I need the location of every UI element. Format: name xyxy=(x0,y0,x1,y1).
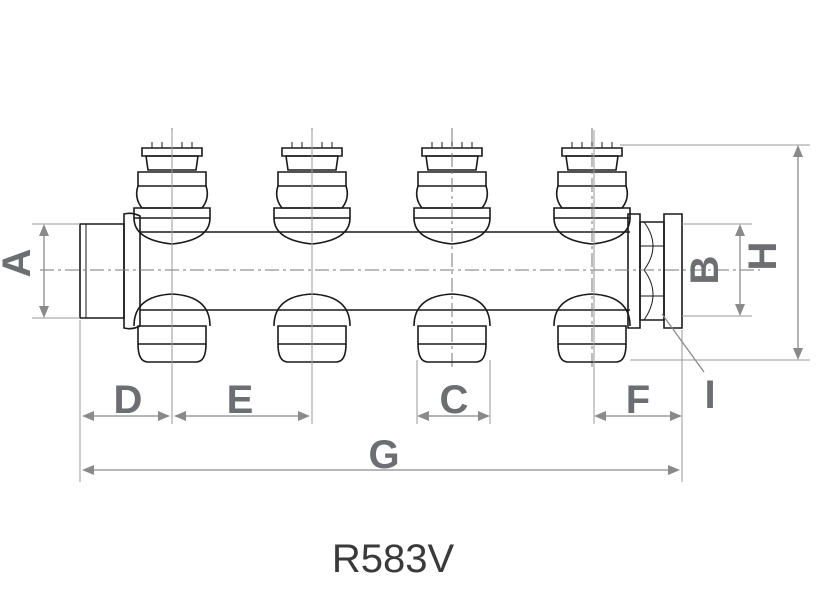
dimension-g: G xyxy=(82,433,680,477)
label-g: G xyxy=(368,433,399,477)
outlet-3 xyxy=(413,128,491,370)
label-e: E xyxy=(227,378,254,422)
dimension-f: F xyxy=(594,378,682,422)
outlet-group xyxy=(133,128,631,370)
label-c: C xyxy=(440,378,469,422)
label-i: I xyxy=(704,373,715,417)
label-h: H xyxy=(741,242,785,271)
dimension-c: C xyxy=(417,378,490,422)
dimension-b: B xyxy=(682,223,752,317)
dimension-a: A xyxy=(0,223,80,319)
label-b: B xyxy=(683,256,727,285)
label-d: D xyxy=(114,378,143,422)
label-f: F xyxy=(626,378,650,422)
dimension-i: I xyxy=(661,313,716,417)
model-code: R583V xyxy=(332,537,455,581)
manifold-body xyxy=(79,212,683,330)
dimension-d: D xyxy=(82,378,170,422)
outlet-4 xyxy=(553,128,631,370)
label-a: A xyxy=(0,249,39,278)
dimension-h: H xyxy=(620,144,810,361)
extension-lines xyxy=(79,130,683,482)
dimension-e: E xyxy=(174,378,310,422)
